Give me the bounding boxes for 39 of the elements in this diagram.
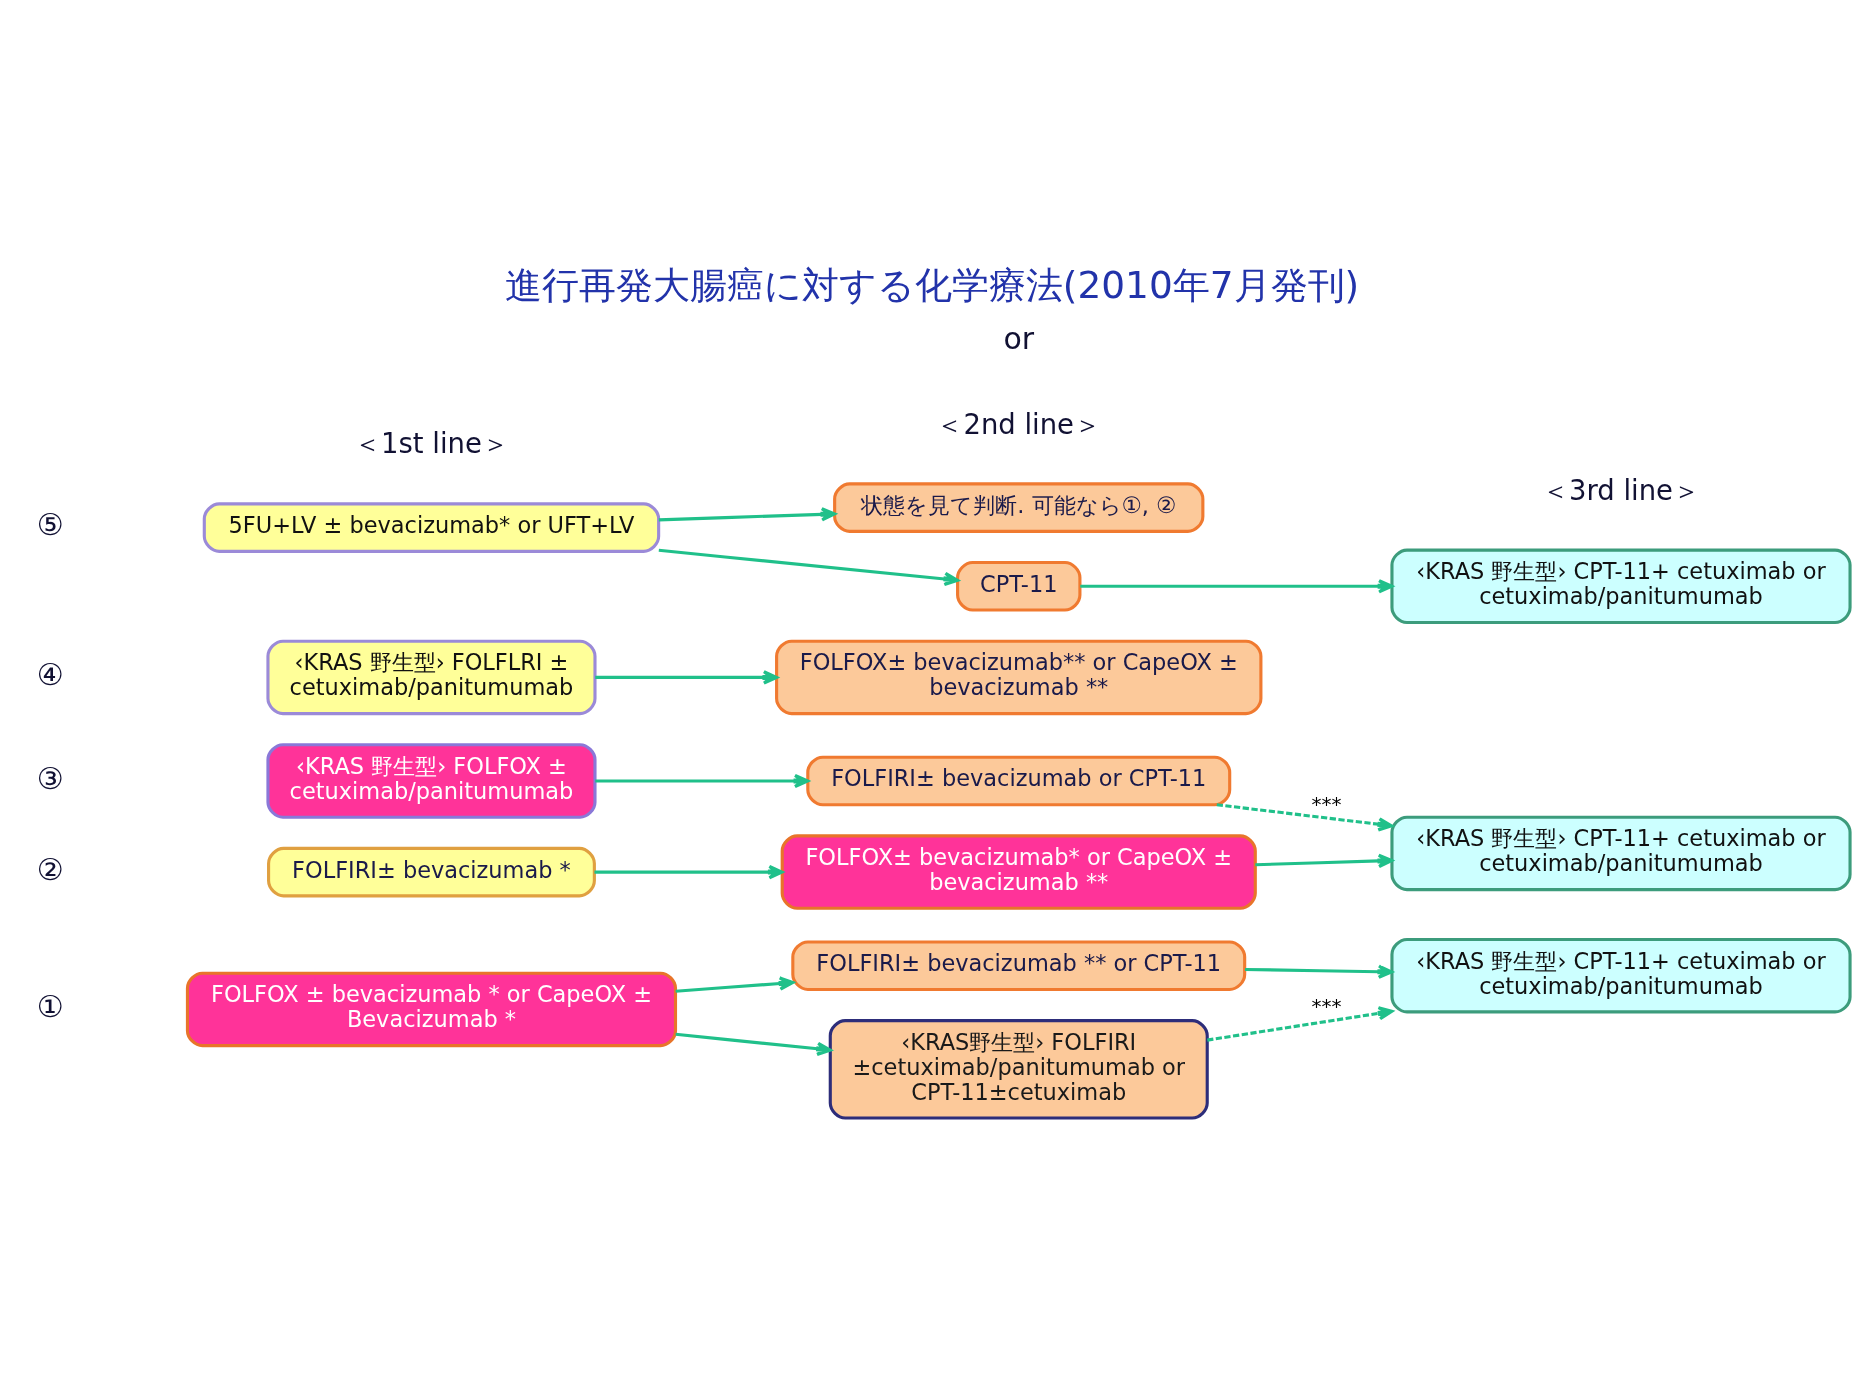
arrow [658, 507, 837, 522]
node-box: CPT-11 [956, 561, 1082, 612]
arrow [1255, 853, 1394, 869]
label: or [1003, 321, 1035, 357]
node-box: ‹KRAS 野生型› CPT-11+ cetuximab or cetuximab/panitumumab [1390, 937, 1852, 1014]
node-box: FOLFIRI± bevacizumab or CPT-11 [806, 755, 1232, 807]
diagram-title: 進行再発大腸癌に対する化学療法(2010年7月発刊) [504, 262, 1360, 307]
arrow [1216, 803, 1393, 832]
edge-label: *** [1311, 791, 1342, 816]
arrow [658, 548, 959, 587]
node-box: ‹KRAS 野生型› CPT-11+ cetuximab or cetuximab/panitumumab [1390, 548, 1852, 625]
arrow [675, 976, 795, 993]
label: ① [36, 989, 64, 1025]
edge-label: *** [1311, 993, 1342, 1018]
node-box: ‹KRAS 野生型› CPT-11+ cetuximab or cetuximab/panitumumab [1390, 815, 1852, 892]
arrow [595, 773, 810, 789]
label: ⑤ [36, 507, 64, 543]
node-box: FOLFIRI± bevacizumab * [267, 846, 596, 898]
node-box: FOLFIRI± bevacizumab ** or CPT-11 [791, 940, 1247, 991]
node-box: 5FU+LV ± bevacizumab* or UFT+LV [202, 502, 661, 553]
label: ② [36, 851, 64, 887]
arrow [1245, 964, 1393, 979]
arrow [1080, 579, 1394, 594]
arrow [595, 670, 779, 685]
node-box: FOLFOX± bevacizumab** or CapeOX ± bevacizumab ** [775, 639, 1263, 716]
node-box: ‹KRAS野生型› FOLFIRI ±cetuximab/panitumumab or CPT-11±cetuximab [828, 1019, 1209, 1120]
node-box: FOLFOX ± bevacizumab * or CapeOX ± Bevacizumab * [185, 971, 678, 1048]
node-box: ‹KRAS 野生型› FOLFLRI ± cetuximab/panitumumab [266, 639, 597, 716]
node-box: FOLFOX± bevacizumab* or CapeOX ± bevacizumab ** [780, 834, 1257, 910]
label: ③ [36, 760, 64, 796]
label: ＜2nd line＞ [936, 408, 1102, 440]
node-box: ‹KRAS 野生型› FOLFOX ± cetuximab/panitumumab [266, 743, 597, 819]
node-box: 状態を見て判断. 可能なら①, ② [833, 482, 1205, 533]
label: ④ [36, 657, 64, 693]
label: ＜1st line＞ [354, 428, 509, 460]
arrow [594, 864, 784, 880]
label: ＜3rd line＞ [1542, 474, 1700, 506]
arrow [1207, 1006, 1394, 1042]
arrow [675, 1032, 832, 1056]
